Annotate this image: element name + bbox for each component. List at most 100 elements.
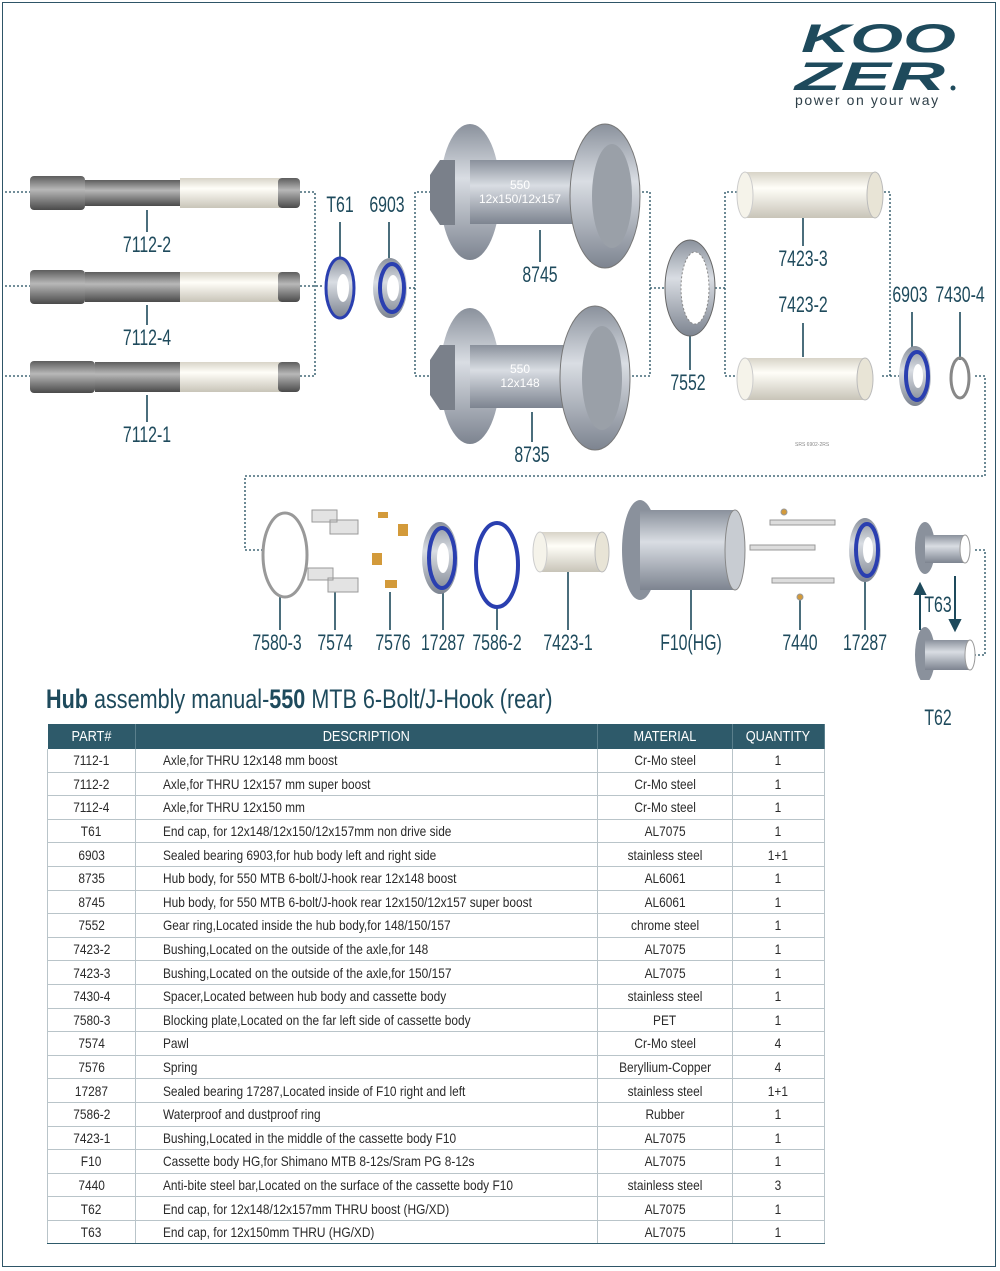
end-cap-t63 [915,522,971,574]
material-text: Beryllium-Copper [618,1059,711,1076]
cell-description: Sealed bearing 17287,Located inside of F… [135,1078,599,1103]
part-text: F10 [81,1153,102,1170]
cell-description: Axle,for THRU 12x157 mm super boost [135,772,599,797]
cell-part: 17287 [46,1078,137,1103]
cell-part: 8745 [46,890,137,915]
part-label-t61: T61 [326,192,354,217]
quantity-text: 1 [774,1200,782,1217]
cell-part: T63 [46,1220,137,1245]
cell-quantity: 1 [732,984,826,1009]
quantity-text: 1 [774,823,782,840]
axle-7112-1 [30,361,300,393]
spacer-7430-4 [949,356,971,400]
end-cap-t62 [915,627,976,680]
cell-quantity: 1+1 [732,842,826,867]
cell-part: 7440 [46,1173,137,1198]
part-text: T62 [81,1200,102,1217]
material-text: AL7075 [644,1153,686,1170]
part-text: 7423-3 [72,964,111,981]
hub-body-8745 [430,123,641,269]
axle-7112-4 [30,270,300,304]
description-text: Gear ring,Located inside the hub body,fo… [163,917,451,934]
material-text: Cr-Mo steel [634,799,696,816]
cell-quantity: 1 [732,1102,826,1127]
cell-description: Bushing,Located on the outside of the ax… [135,937,599,962]
cell-material: Cr-Mo steel [597,795,733,820]
material-text: AL7075 [644,1200,686,1217]
material-text: AL7075 [644,941,686,958]
bearing-6903-right [899,346,931,406]
title-end: MTB 6-Bolt/J-Hook (rear) [305,684,553,714]
leader-lines [146,210,961,630]
part-text: 6903 [78,846,105,863]
description-text: End cap, for 12x148/12x150/12x157mm non … [163,823,452,840]
quantity-text: 1+1 [768,846,789,863]
bearing-17287-left [422,522,458,594]
material-text: stainless steel [627,846,703,863]
material-text: Cr-Mo steel [634,775,696,792]
brand-tagline: power on your way [795,92,940,108]
description-text: Spring [163,1059,198,1076]
part-label-bush-7423-2: 7423-2 [778,292,828,317]
springs-7576 [372,512,408,588]
part-label-axle-7112-1: 7112-1 [122,422,172,447]
part-label-spring-7576: 7576 [375,630,411,655]
gear-ring-7552 [664,239,716,337]
exploded-diagram [5,123,986,680]
description-text: Spacer,Located between hub body and cass… [163,988,447,1005]
cell-description: Sealed bearing 6903,for hub body left an… [135,842,599,867]
cell-part: 7112-2 [46,772,137,797]
part-label-bar-7440: 7440 [782,630,818,655]
cell-material: AL7075 [597,1149,733,1174]
part-label-bush-7423-1: 7423-1 [543,630,593,655]
header-part: PART# [47,724,137,749]
part-text: T63 [81,1224,102,1241]
part-text: 7580-3 [72,1011,111,1028]
title-hub: Hub [46,684,88,714]
cell-material: AL6061 [597,866,733,891]
manual-title: Hub assembly manual-550 MTB 6-Bolt/J-Hoo… [46,684,553,715]
cell-quantity: 1 [732,772,826,797]
part-label-hub-8745: 8745 [522,262,558,287]
bearing-17287-right [849,518,881,582]
part-text: 17287 [74,1082,109,1099]
part-label-f10: F10(HG) [660,630,722,655]
cell-quantity: 1 [732,913,826,938]
part-text: 7112-4 [73,799,110,816]
parts-table: PART# DESCRIPTION MATERIAL QUANTITY 7112… [46,724,826,1245]
part-text: 7440 [78,1176,105,1193]
cell-material: Cr-Mo steel [597,1031,733,1056]
cell-description: Hub body, for 550 MTB 6-bolt/J-hook rear… [135,890,599,915]
description-text: Pawl [163,1035,189,1052]
material-text: AL6061 [644,893,686,910]
part-label-b6903-left: 6903 [369,192,405,217]
cell-material: stainless steel [597,1078,733,1103]
quantity-text: 1 [774,1011,782,1028]
hub-8745-model: 550 [509,178,531,192]
swap-arrows-icon [913,576,962,633]
material-text: PET [653,1011,677,1028]
cell-material: Cr-Mo steel [597,772,733,797]
bearing-note: SRS 6902-2RS [795,442,830,448]
header-description: DESCRIPTION [135,724,599,749]
description-text: End cap, for 12x150mm THRU (HG/XD) [163,1224,375,1241]
cell-quantity: 3 [732,1173,826,1198]
end-cap-t61 [324,256,356,320]
cell-material: AL7075 [597,819,733,844]
cell-material: AL7075 [597,937,733,962]
cell-part: 7112-4 [46,795,137,820]
description-text: Blocking plate,Located on the far left s… [163,1011,471,1028]
cell-part: F10 [46,1149,137,1174]
bushing-7423-1 [532,531,610,573]
part-label-t62: T62 [924,705,952,730]
hub-8735-model: 550 [509,362,531,376]
header-quantity: QUANTITY [732,724,826,749]
